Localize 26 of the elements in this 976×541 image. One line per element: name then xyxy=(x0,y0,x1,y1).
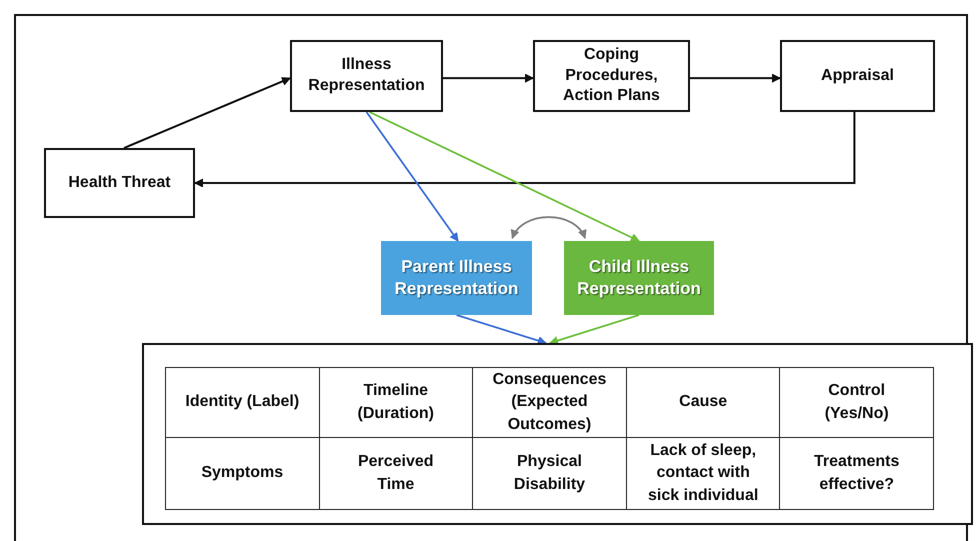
table-cell: Physical Disability xyxy=(472,438,626,510)
arrow xyxy=(366,111,459,242)
arrow xyxy=(124,77,290,149)
arrow xyxy=(194,112,856,188)
table-cell: Control (Yes/No) xyxy=(780,368,934,438)
process-box: Health Threat xyxy=(44,148,195,218)
table-cell: Timeline (Duration) xyxy=(319,368,472,438)
table-frame xyxy=(142,343,973,525)
table-cell: Treatments effective? xyxy=(780,438,934,510)
process-box: Illness Representation xyxy=(290,40,443,112)
curved-arrow xyxy=(512,216,586,239)
table-cell: Consequences (Expected Outcomes) xyxy=(472,368,626,438)
arrow xyxy=(369,111,640,242)
table-cell: Perceived Time xyxy=(319,438,472,510)
table-cell: Cause xyxy=(626,368,780,438)
table-cell: Symptoms xyxy=(166,438,320,510)
table-cell: Identity (Label) xyxy=(166,368,320,438)
arrow xyxy=(443,74,534,83)
table-cell: Lack of sleep, contact with sick individual xyxy=(626,438,780,510)
arrow xyxy=(456,314,546,345)
child-box: Child Illness Representation xyxy=(564,241,714,315)
arrow xyxy=(690,74,780,83)
parent-box: Parent Illness Representation xyxy=(381,241,532,315)
process-box: Appraisal xyxy=(780,40,935,112)
arrow xyxy=(550,314,640,345)
process-box: Coping Procedures, Action Plans xyxy=(533,40,690,112)
